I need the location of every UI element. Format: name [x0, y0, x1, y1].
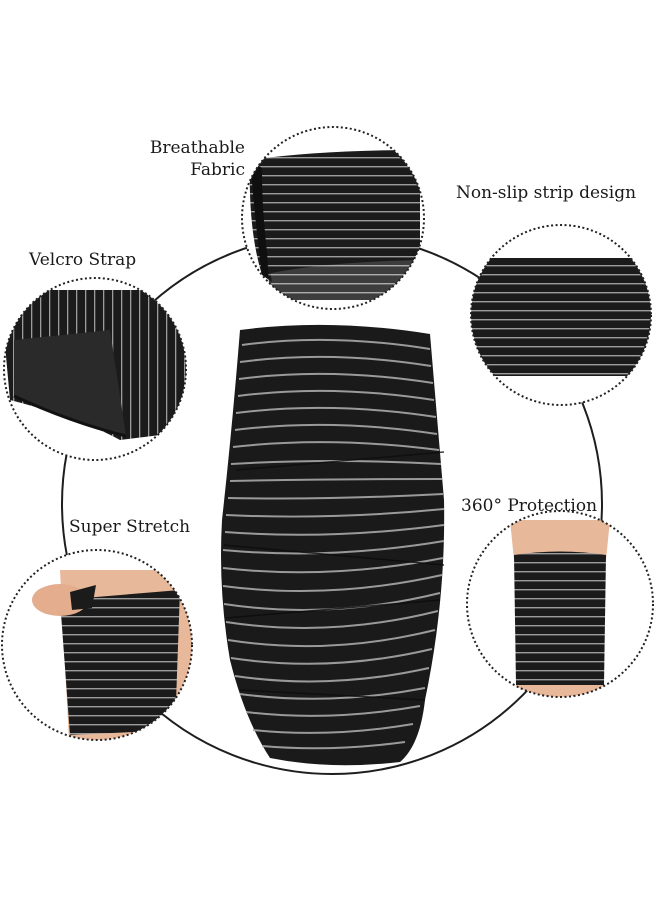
non-slip-strip-image	[470, 224, 652, 406]
main-wrapped-knee-image	[221, 324, 445, 766]
breathable-fabric-label-line1: Breathable	[149, 138, 245, 158]
protection-360-image	[466, 510, 654, 698]
protection-360-label: 360° Protection	[461, 496, 598, 516]
breathable-fabric-label: Breathable Fabric	[141, 137, 245, 181]
breathable-fabric-label-line2: Fabric	[190, 160, 245, 180]
velcro-strap-label: Velcro Strap	[29, 250, 137, 270]
super-stretch-image	[1, 549, 193, 741]
breathable-fabric-image	[241, 126, 425, 310]
super-stretch-label: Super Stretch	[69, 517, 191, 537]
non-slip-strip-label: Non-slip strip design	[456, 183, 637, 203]
velcro-strap-image	[3, 277, 187, 461]
